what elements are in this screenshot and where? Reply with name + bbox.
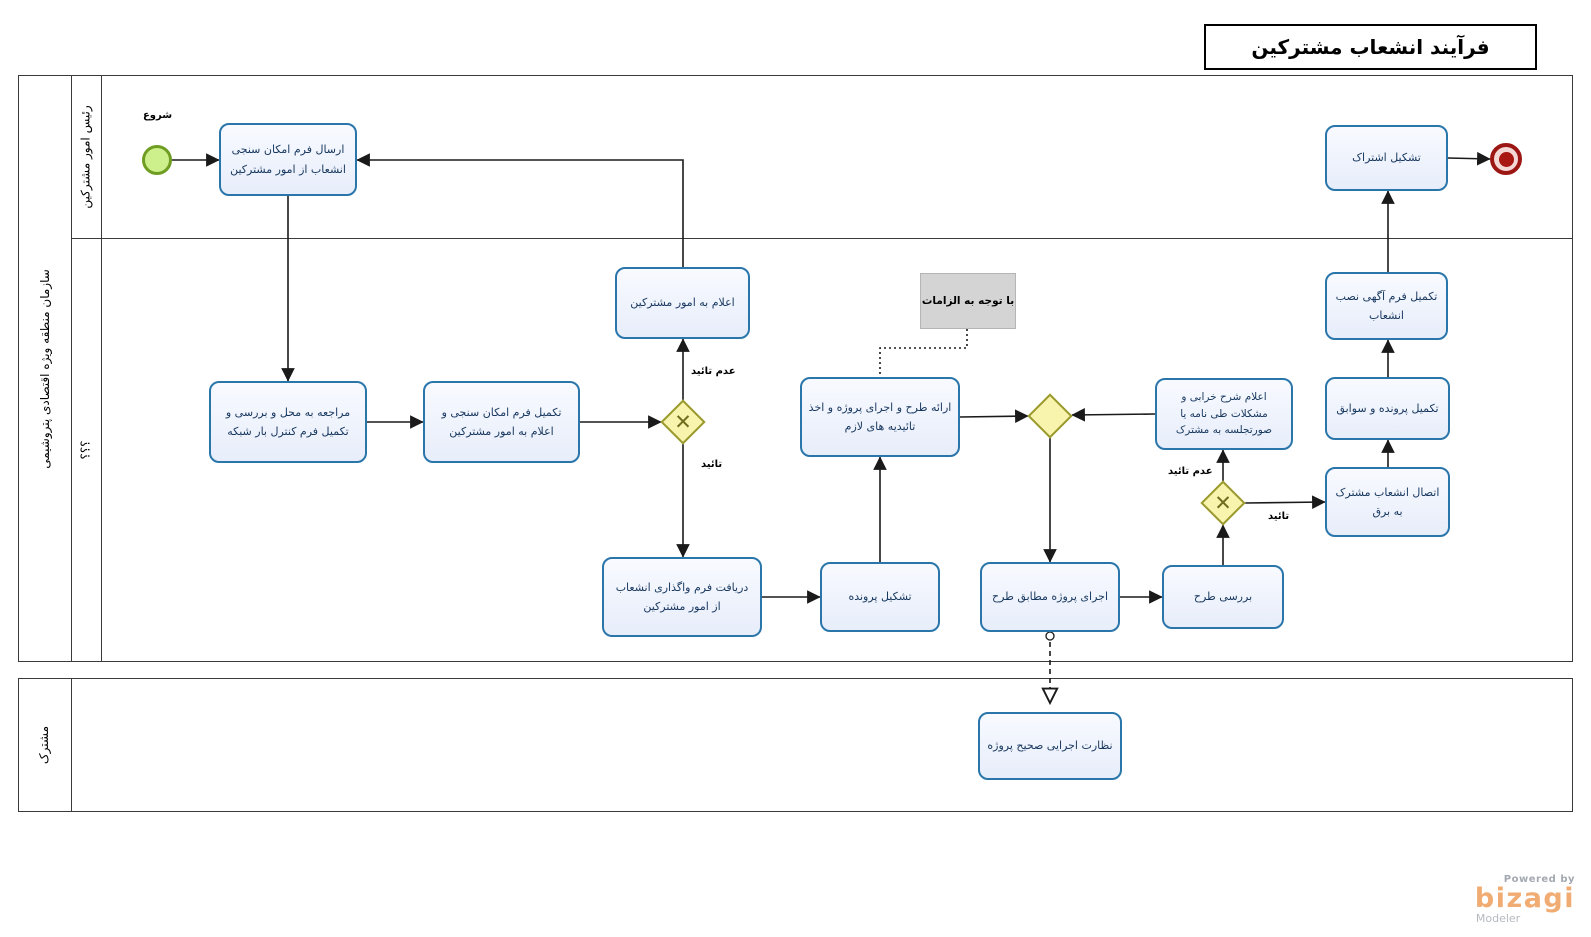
start-event-label: شروع [142, 110, 173, 121]
end-event[interactable] [1490, 143, 1522, 175]
bizagi-logo: Powered by bizagi Modeler [1475, 874, 1575, 925]
task-complete-file-records[interactable]: تکمیل پرونده و سوابق [1325, 377, 1450, 440]
flow-gateway3-to-connect-power [1244, 495, 1326, 509]
task-create-file[interactable]: تشکیل پرونده [820, 562, 940, 632]
pool-organization [18, 75, 1573, 662]
task-present-plan[interactable]: ارائه طرح و اجرای پروژه و اخذ تائیدیه ها… [800, 377, 960, 457]
flow-announce-faults-to-gateway2 [1071, 408, 1156, 422]
task-inform-subscriber-affairs[interactable]: اعلام به امور مشترکین [615, 267, 750, 339]
task-site-visit[interactable]: مراجعه به محل و بررسی و تکمیل فرم کنترل … [209, 381, 367, 463]
task-receive-assignment-form[interactable]: دریافت فرم واگذاری انشعاب از امور مشترکی… [602, 557, 762, 637]
task-installation-notice-form[interactable]: تکمیل فرم آگهی نصب انشعاب [1325, 272, 1448, 340]
gateway-x-icon: ✕ [674, 410, 692, 434]
task-send-feasibility-form[interactable]: ارسال فرم امکان سنجی انشعاب از امور مشتر… [219, 123, 357, 196]
task-complete-feasibility-form[interactable]: تکمیل فرم امکان سنجی و اعلام به امور مشت… [423, 381, 580, 463]
annotation-requirements: با توجه به الزامات [920, 273, 1016, 329]
bizagi-brand-text: bizagi [1474, 882, 1575, 914]
task-establish-subscription[interactable]: تشکیل اشتراک [1325, 125, 1448, 191]
flow-establish-subscription-to-end [1447, 151, 1491, 166]
association-start-dot [1045, 631, 1055, 641]
lane-label-divider [101, 75, 102, 662]
powered-by-text: Powered by [1503, 873, 1575, 885]
diagram-title: فرآیند انشعاب مشترکین [1204, 24, 1537, 70]
start-event[interactable] [142, 145, 172, 175]
association-annotation-to-present-plan [879, 329, 968, 377]
lane-divider [71, 238, 1573, 239]
flow-label-g3-not-approved: عدم تائید [1168, 466, 1213, 477]
task-project-supervision[interactable]: نظارت اجرایی صحیح پروژه [978, 712, 1122, 780]
flow-label-g3-approved: تائید [1268, 511, 1290, 522]
task-connect-to-power[interactable]: اتصال انشعاب مشترک به برق [1325, 467, 1450, 537]
pool-subscriber-label-divider [71, 678, 72, 812]
gateway-x-icon: ✕ [1214, 491, 1232, 515]
task-review-plan[interactable]: بررسی طرح [1162, 565, 1284, 629]
pool-subscriber [18, 678, 1573, 812]
flow-inform-subscriber-to-send-form [356, 153, 684, 267]
flow-present-plan-to-gateway2 [959, 409, 1029, 423]
diagram-title-text: فرآیند انشعاب مشترکین [1251, 35, 1490, 59]
task-announce-faults[interactable]: اعلام شرح خرابی و مشکلات طی نامه یا صورت… [1155, 378, 1293, 450]
pool-label-divider [71, 75, 72, 662]
flow-label-g1-approved: تائید [701, 459, 723, 470]
modeler-text: Modeler [1475, 911, 1521, 925]
task-execute-project[interactable]: اجرای پروژه مطابق طرح [980, 562, 1120, 632]
end-event-core [1498, 151, 1514, 167]
flow-label-g1-not-approved: عدم تائید [691, 366, 736, 377]
